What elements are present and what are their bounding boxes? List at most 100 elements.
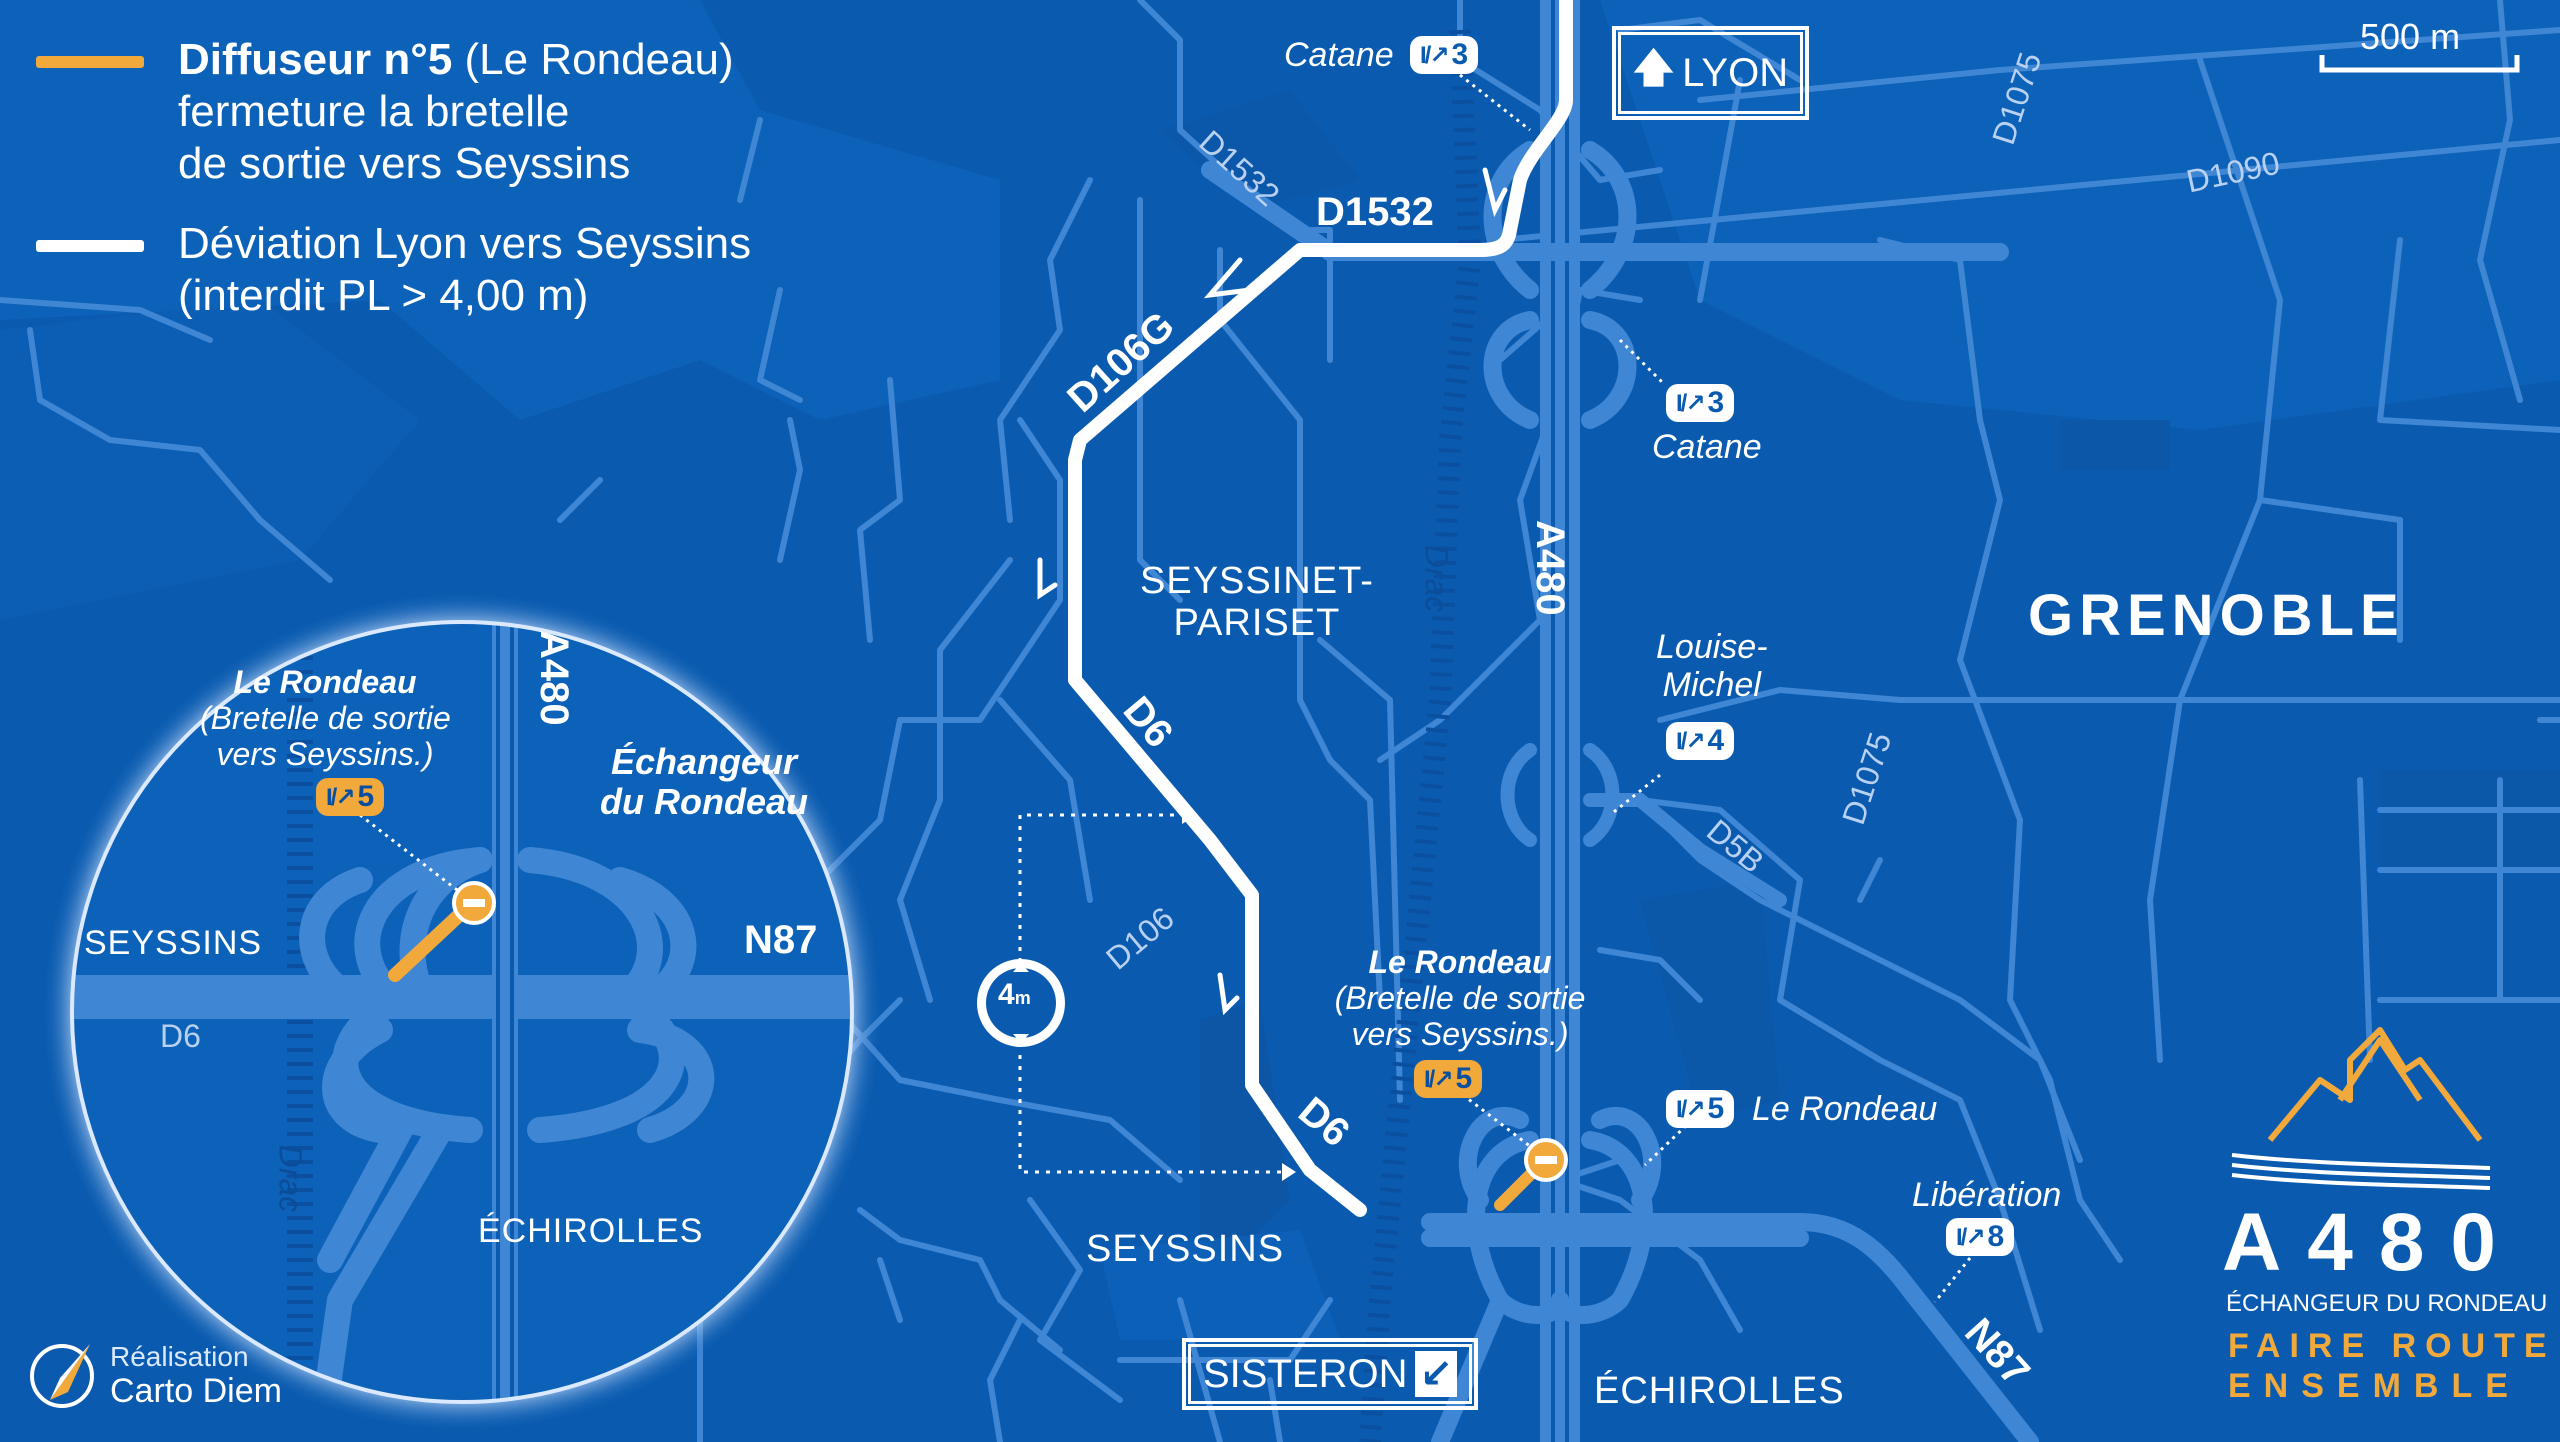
place-grenoble: GRENOBLE [2028,583,2405,648]
exit-label-liberation: Libération [1912,1176,2062,1214]
height-limit-label: 4m [998,980,1031,1013]
detour-route [1068,0,1573,1217]
rondeau-closure-line3: vers Seyssins.) [1351,1016,1569,1052]
inset-exit-badge: I/↗5 [316,778,385,816]
mid-interchange [1500,743,1787,907]
inset-a480-label: A480 [532,630,576,726]
exit-ramp-icon: I/↗ [1956,1223,1985,1251]
inset-echangeur-label: Échangeur du Rondeau [600,742,808,822]
exit-ramp-icon: I/↗ [326,783,355,811]
logo-road [2231,1153,2491,1190]
exit-badge-liberation: I/↗8 [1946,1218,2015,1256]
inset-exit-num: 5 [357,780,375,813]
credit: Réalisation Carto Diem [110,1340,282,1410]
height-limit-num: 4 [998,978,1015,1011]
seyssinet-line1: SEYSSINET- [1140,560,1374,602]
legend-text-closure: Diffuseur n°5 (Le Rondeau) fermeture la … [178,34,734,190]
exit-ramp-icon: I/↗ [1676,389,1705,417]
exit-label-rondeau: Le Rondeau [1752,1090,1938,1128]
legend-detour-line1: Déviation Lyon vers Seyssins [178,219,752,268]
inset-n87: N87 [744,918,818,962]
detour-arrows [1037,167,1508,1016]
inset-rondeau-line2: (Bretelle de sortie [200,700,451,736]
louise-line2: Michel [1662,666,1761,704]
mountain-logo [2267,1027,2483,1142]
lyon-label: LYON [1682,50,1789,95]
inset-echangeur-2: du Rondeau [600,781,808,822]
inset-map [72,622,852,1402]
exit-num-rondeau: 5 [1707,1092,1725,1125]
legend-closure-title: Diffuseur n°5 [178,35,453,84]
road-label-d1532: D1532 [1316,190,1434,234]
road-label-drac: Drac [1418,544,1455,613]
place-echirolles: ÉCHIROLLES [1594,1370,1845,1412]
rondeau-interchange [1421,1107,2039,1442]
brand-code: A480 [2222,1197,2523,1288]
rondeau-closure-title: Le Rondeau [1368,944,1552,980]
truck-bypass [1018,813,1285,1174]
road-label-a480: A480 [1528,520,1572,616]
brand-slogan-1: FAIRE ROUTE [2228,1327,2556,1365]
scale-bar [2319,55,2520,73]
closure-marker-main [1524,1138,1568,1182]
legend-closure-suffix: (Le Rondeau) [464,35,734,84]
sisteron-sign: SISTERON ↙ [1182,1338,1478,1410]
legend-text-detour: Déviation Lyon vers Seyssins (interdit P… [178,218,751,322]
exit-ramp-icon: I/↗ [1676,727,1705,755]
sisteron-label: SISTERON [1203,1351,1408,1396]
exit-num-liberation: 8 [1987,1220,2005,1253]
place-seyssins: SEYSSINS [1086,1228,1285,1270]
inset-rondeau-note: Le Rondeau (Bretelle de sortie vers Seys… [200,664,451,772]
credit-line1: Réalisation [110,1341,249,1372]
exit-num-louise: 4 [1707,724,1725,757]
brand-slogan-2: ENSEMBLE [2228,1367,2521,1405]
exit-label-louise-michel: Louise- Michel [1656,628,1768,704]
inset-rondeau-line3: vers Seyssins.) [216,736,434,772]
inset-echangeur-1: Échangeur [610,741,798,782]
exit-ramp-icon: I/↗ [1420,41,1449,69]
legend-closure-line2: fermeture la bretelle [178,87,570,136]
lyon-sign: 🡅 LYON [1612,26,1810,120]
a480-center-lines [1551,0,1569,1442]
inset-border [70,620,854,1404]
exit-ramp-icon: I/↗ [1424,1065,1453,1093]
legend-item-closure: Diffuseur n°5 (Le Rondeau) fermeture la … [36,34,734,190]
exit-badge-louise-michel: I/↗4 [1666,722,1735,760]
river-drac [1359,29,1482,1442]
compass-logo [30,1344,94,1408]
legend-closure-line3: de sortie vers Seyssins [178,139,631,188]
inset-rondeau-title: Le Rondeau [233,664,417,700]
rondeau-closure-note: Le Rondeau (Bretelle de sortie vers Seys… [1310,944,1610,1052]
legend-item-detour: Déviation Lyon vers Seyssins (interdit P… [36,218,751,322]
exit-ramp-icon: I/↗ [1676,1095,1705,1123]
truck-bypass-arrowheads [1182,806,1296,1181]
inset-echirolles: ÉCHIROLLES [478,1212,704,1250]
exit-badge-rondeau: I/↗5 [1666,1090,1735,1128]
rondeau-closure-line2: (Bretelle de sortie [1334,980,1586,1016]
inset-seyssins: SEYSSINS [84,924,263,962]
exit-label-catane-mid: Catane [1652,428,1762,466]
inset-drac: Drac [272,1144,309,1213]
credit-line2: Carto Diem [110,1372,282,1410]
exit-num-catane-top: 3 [1451,38,1469,71]
seyssinet-line2: PARISET [1173,602,1341,644]
height-limit-unit: m [1014,988,1031,1008]
arrow-down-left-icon: ↙ [1415,1351,1457,1397]
height-limit-sign [977,959,1065,1047]
detour-swatch [36,240,144,252]
arrow-up-icon: 🡅 [1633,46,1675,90]
inset-d6: D6 [160,1018,201,1054]
exit-badge-rondeau-closed: I/↗5 [1414,1060,1483,1098]
brand-slogan: FAIRE ROUTE ENSEMBLE [2228,1326,2556,1406]
closure-swatch [36,56,144,68]
brand-subtitle: ÉCHANGEUR DU RONDEAU [2226,1290,2548,1317]
exit-badge-catane-top: I/↗3 [1410,36,1479,74]
exit-num-rondeau-closed: 5 [1455,1062,1473,1095]
place-seyssinet-pariset: SEYSSINET- PARISET [1140,560,1374,644]
louise-line1: Louise- [1656,628,1768,666]
exit-label-catane-top: Catane [1284,36,1394,74]
exit-num-catane-mid: 3 [1707,386,1725,419]
exit-badge-catane-mid: I/↗3 [1666,384,1735,422]
